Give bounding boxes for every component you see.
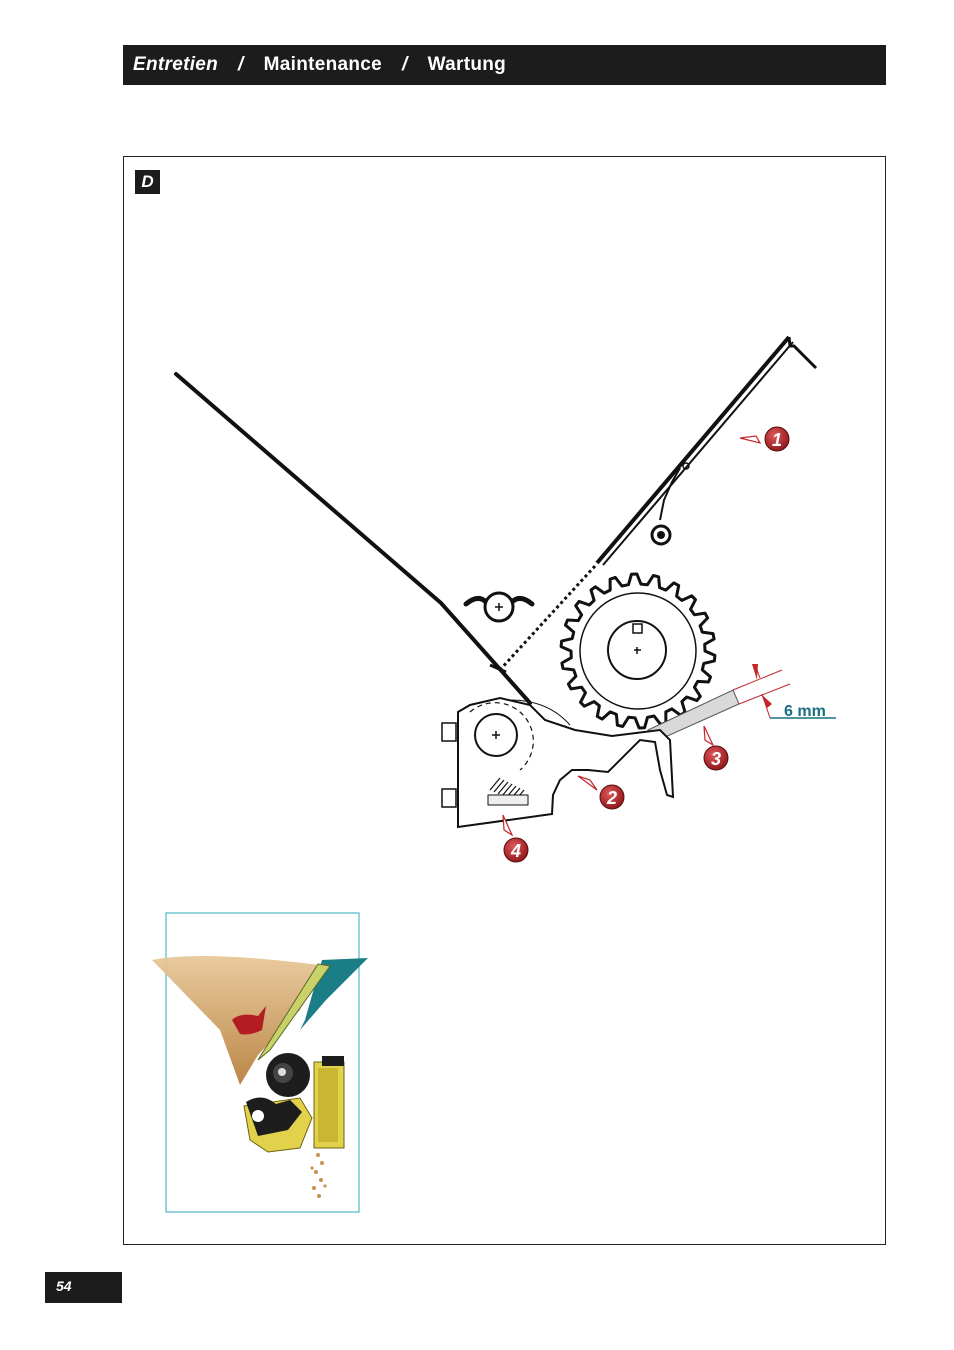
agitator-shaft bbox=[466, 593, 532, 621]
fluted-roller bbox=[561, 574, 715, 728]
dimension-label: 6 mm bbox=[784, 703, 826, 720]
hopper-left-wall bbox=[176, 374, 530, 703]
page-number: 54 bbox=[45, 1272, 122, 1303]
hopper-right-wall bbox=[597, 337, 816, 565]
inset-illustration bbox=[152, 913, 368, 1212]
callout-3: 3 bbox=[704, 726, 728, 770]
svg-text:1: 1 bbox=[772, 430, 782, 450]
callout-1: 1 bbox=[740, 427, 789, 451]
callout-4: 4 bbox=[503, 815, 528, 862]
svg-text:2: 2 bbox=[606, 788, 617, 808]
callout-2: 2 bbox=[578, 776, 624, 809]
svg-text:3: 3 bbox=[711, 749, 721, 769]
svg-text:4: 4 bbox=[510, 841, 521, 861]
